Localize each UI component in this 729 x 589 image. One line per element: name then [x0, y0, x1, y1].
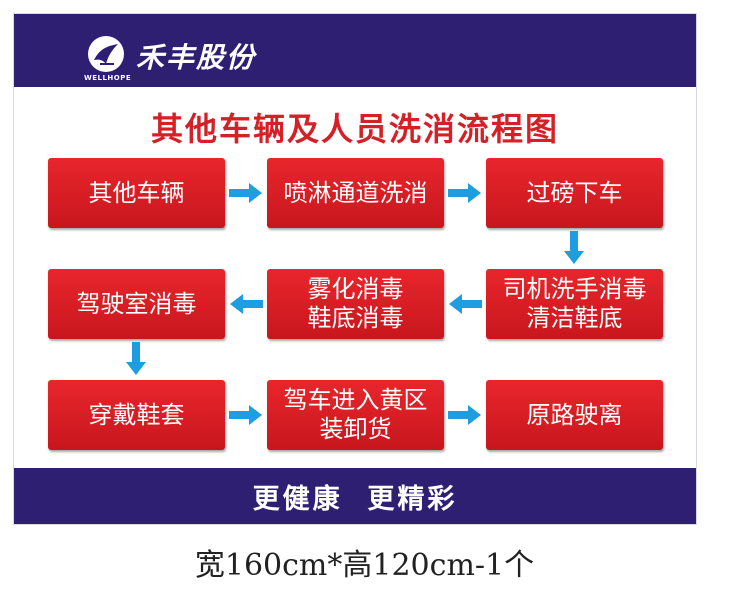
header-bar: WELLHOPE 禾丰股份 — [14, 14, 696, 87]
size-caption: 宽160cm*高120cm-1个 — [194, 548, 535, 583]
step-enter-yellow-zone: 驾车进入黄区 装卸货 — [267, 380, 444, 450]
step-mist-disinfect: 雾化消毒 鞋底消毒 — [267, 269, 444, 339]
footer-bar: 更健康 更精彩 — [14, 468, 696, 524]
arrow-right-icon — [229, 183, 262, 203]
wellhope-logo-icon — [88, 36, 124, 72]
step-other-vehicle: 其他车辆 — [48, 158, 225, 228]
arrow-left-icon — [449, 294, 482, 314]
step-weigh-exit: 过磅下车 — [486, 158, 663, 228]
poster-board: WELLHOPE 禾丰股份 其他车辆及人员洗消流程图 其他车辆 喷淋通道洗消 过… — [14, 14, 696, 524]
step-spray-channel: 喷淋通道洗消 — [267, 158, 444, 228]
arrow-right-icon — [229, 405, 262, 425]
brand-sub: WELLHOPE — [84, 74, 132, 82]
brand-name: 禾丰股份 — [136, 41, 257, 74]
slogan: 更健康 更精彩 — [252, 483, 458, 515]
chart-title: 其他车辆及人员洗消流程图 — [150, 110, 559, 148]
step-cab-disinfect: 驾驶室消毒 — [48, 269, 225, 339]
arrow-right-icon — [448, 405, 481, 425]
arrow-down-icon — [126, 342, 146, 375]
step-leave-same-route: 原路驶离 — [486, 380, 663, 450]
arrow-right-icon — [448, 183, 481, 203]
arrow-down-icon — [564, 231, 584, 264]
step-shoe-cover: 穿戴鞋套 — [48, 380, 225, 450]
arrow-left-icon — [230, 294, 263, 314]
step-driver-wash: 司机洗手消毒 清洁鞋底 — [486, 269, 663, 339]
